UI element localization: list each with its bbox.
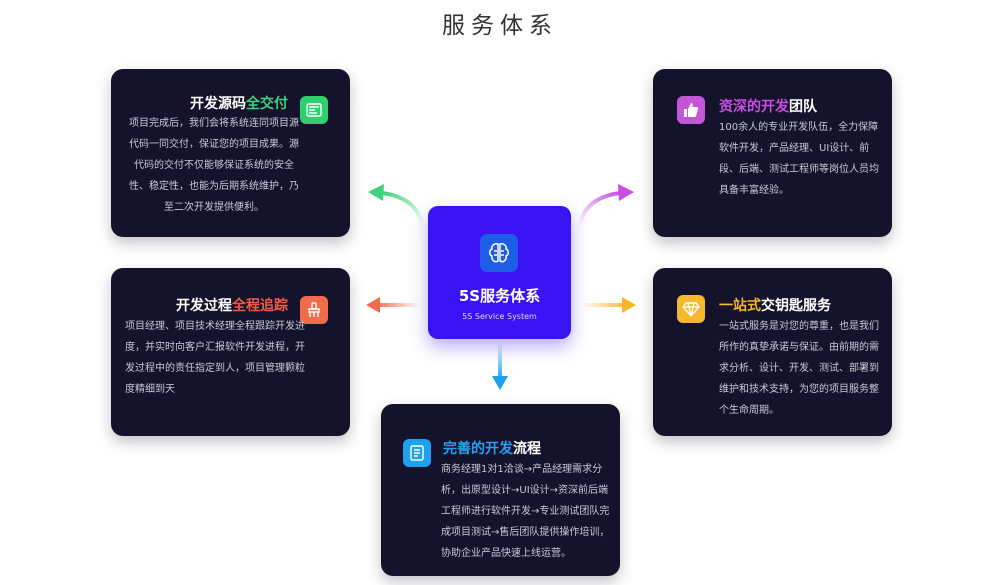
heading-highlight: 资深的开发 — [719, 99, 789, 115]
code-file-icon — [300, 96, 328, 124]
card-body: 项目经理、项目技术经理全程跟踪开发进度，并实时向客户汇报软件开发进程，开发过程中… — [125, 321, 305, 395]
center-subtitle: 5S Service System — [462, 312, 537, 321]
card-heading: 一站式交钥匙服务 — [719, 295, 831, 315]
diamond-icon — [677, 295, 705, 323]
arrow-to-onestop — [582, 297, 636, 313]
heading-text: 流程 — [513, 441, 541, 457]
heading-text: 开发源码 — [190, 96, 246, 112]
heading-text: 交钥匙服务 — [761, 298, 831, 314]
thumbs-up-icon — [677, 96, 705, 124]
card-heading: 开发过程全程追踪 — [176, 295, 288, 315]
brain-icon — [480, 234, 518, 272]
center-service-system: 5S服务体系 5S Service System — [428, 206, 571, 339]
card-senior-team: 资深的开发团队 100余人的专业开发队伍，全力保障软件开发，产品经理、UI设计、… — [653, 69, 892, 237]
arrow-to-process — [366, 297, 420, 313]
heading-highlight: 完善的开发 — [443, 441, 513, 457]
card-body: 商务经理1对1洽谈→产品经理需求分析，出原型设计→UI设计→资深前后端工程师进行… — [441, 464, 610, 559]
brush-icon — [300, 296, 328, 324]
card-heading: 资深的开发团队 — [719, 96, 817, 116]
card-process-tracking: 开发过程全程追踪 项目经理、项目技术经理全程跟踪开发进度，并实时向客户汇报软件开… — [111, 268, 350, 436]
card-heading: 完善的开发流程 — [443, 438, 541, 458]
heading-text: 开发过程 — [176, 298, 232, 314]
card-source-delivery: 开发源码全交付 项目完成后，我们会将系统连同项目源代码一同交付，保证您的项目成果… — [111, 69, 350, 237]
card-one-stop-service: 一站式交钥匙服务 一站式服务是对您的尊重，也是我们所作的真挚承诺与保证。由前期的… — [653, 268, 892, 436]
arrow-to-source — [368, 184, 424, 227]
heading-highlight: 全交付 — [246, 96, 288, 112]
card-body: 一站式服务是对您的尊重，也是我们所作的真挚承诺与保证。由前期的需求分析、设计、开… — [719, 321, 879, 416]
card-body: 项目完成后，我们会将系统连同项目源代码一同交付，保证您的项目成果。源代码的交付不… — [129, 118, 299, 213]
arrow-to-team — [578, 184, 634, 227]
card-heading: 开发源码全交付 — [190, 93, 288, 113]
card-body: 100余人的专业开发队伍，全力保障软件开发，产品经理、UI设计、前段、后端、测试… — [719, 122, 879, 196]
document-icon — [403, 439, 431, 467]
page-title: 服务体系 — [442, 13, 558, 39]
heading-text: 团队 — [789, 99, 817, 115]
arrow-to-flow — [492, 342, 508, 390]
heading-highlight: 全程追踪 — [232, 298, 288, 314]
center-title: 5S服务体系 — [458, 287, 541, 305]
card-dev-process: 完善的开发流程 商务经理1对1洽谈→产品经理需求分析，出原型设计→UI设计→资深… — [381, 404, 620, 576]
heading-highlight: 一站式 — [719, 298, 761, 314]
